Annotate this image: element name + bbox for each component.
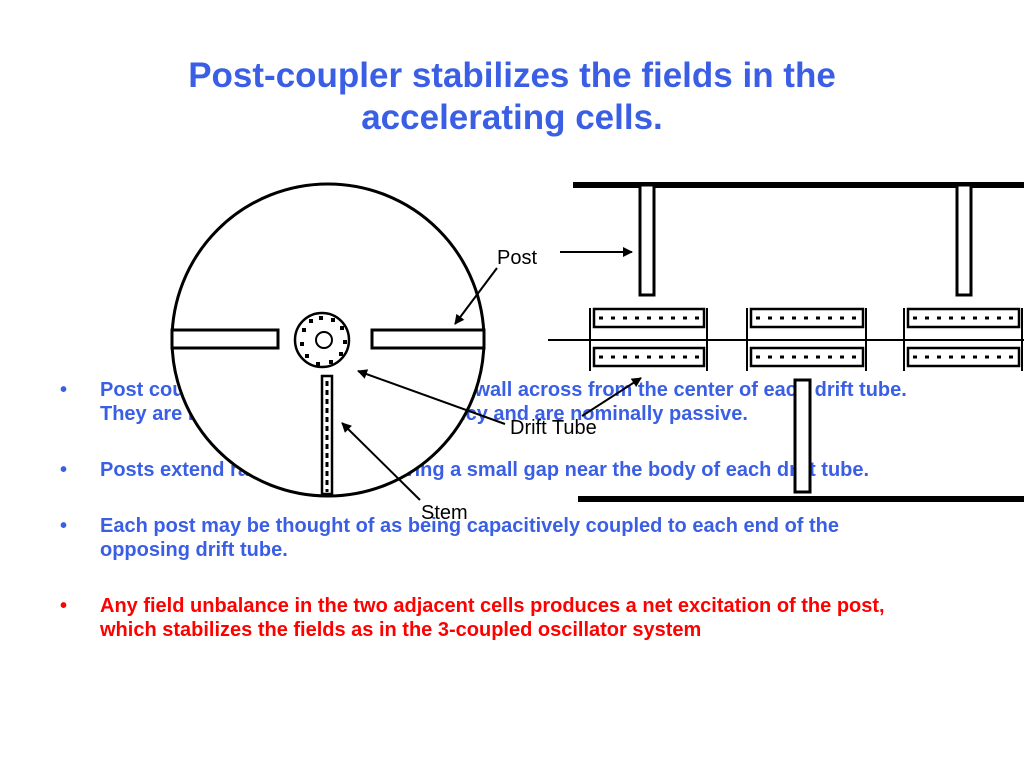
bullet-marker: • xyxy=(60,379,68,401)
upper-post-1 xyxy=(638,183,656,297)
slide-title: Post-coupler stabilizes the fields in th… xyxy=(0,55,1024,139)
drift-tube-3 xyxy=(903,307,1023,371)
label-post: Post xyxy=(497,247,537,269)
lower-post xyxy=(793,378,812,494)
bullet-marker: • xyxy=(60,595,68,617)
arrow-post-cross xyxy=(454,267,498,325)
drift-tube-bore xyxy=(315,331,333,349)
drift-tube-magnet-dots xyxy=(300,316,347,366)
left-post xyxy=(170,328,280,350)
title-line-1: Post-coupler stabilizes the fields in th… xyxy=(188,56,836,95)
arrow-drift-tube-cross xyxy=(357,369,506,425)
arrow-drift-tube-side xyxy=(581,377,642,417)
bullet-item-highlight: • Any field unbalance in the two adjacent… xyxy=(60,594,910,642)
bullet-marker: • xyxy=(60,459,68,481)
bullet-item: • Each post may be thought of as being ca… xyxy=(60,514,910,562)
bullet-text: Any field unbalance in the two adjacent … xyxy=(100,595,885,641)
title-line-2: accelerating cells. xyxy=(361,98,663,137)
side-view xyxy=(548,182,1024,502)
arrow-stem xyxy=(341,422,421,501)
right-post xyxy=(370,328,486,350)
upper-post-2 xyxy=(955,183,973,297)
drift-tube-1 xyxy=(589,307,708,371)
label-drift-tube: Drift Tube xyxy=(510,417,597,439)
cross-section-view xyxy=(170,182,486,498)
drift-tube-2 xyxy=(746,307,867,371)
bullet-text: Each post may be thought of as being cap… xyxy=(100,515,840,561)
label-stem: Stem xyxy=(421,502,468,524)
bullet-marker: • xyxy=(60,515,68,537)
